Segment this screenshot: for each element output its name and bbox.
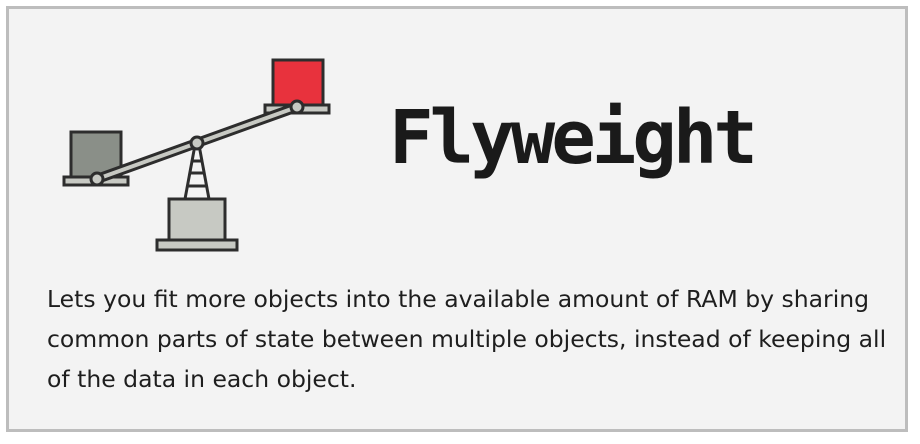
pivot-center <box>189 135 205 151</box>
pattern-card: Flyweight Lets you fit more objects into… <box>6 6 908 432</box>
pivot-left <box>89 171 105 187</box>
stand-block <box>167 197 227 242</box>
pattern-title: Flyweight <box>389 95 758 181</box>
pattern-description: Lets you fit more objects into the avail… <box>47 285 887 393</box>
pivot-right <box>289 99 305 115</box>
seesaw-balance-icon <box>62 58 331 252</box>
light-box <box>271 58 325 107</box>
